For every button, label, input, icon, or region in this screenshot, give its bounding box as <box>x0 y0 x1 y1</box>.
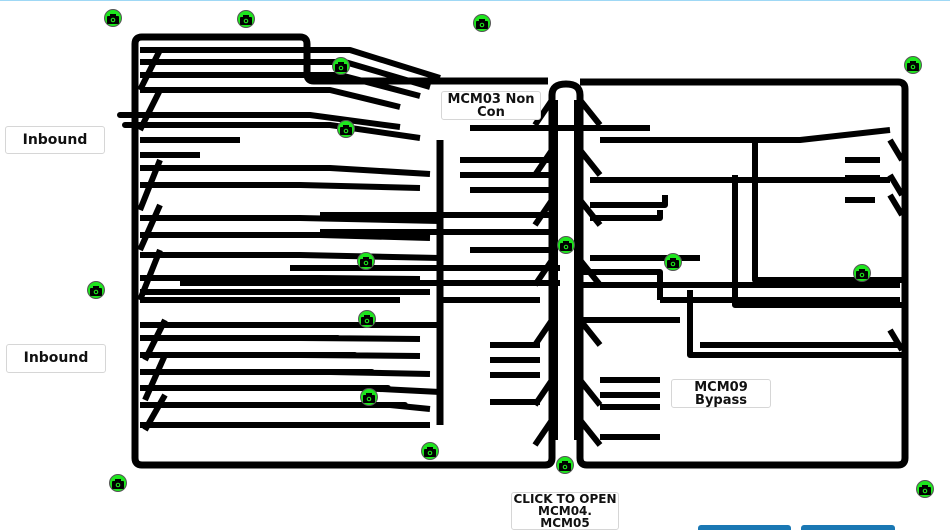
camera-icon <box>363 392 375 403</box>
camera-button[interactable] <box>332 57 350 75</box>
camera-icon <box>559 460 571 471</box>
bottom-button-1[interactable] <box>698 525 791 530</box>
camera-icon <box>560 240 572 251</box>
inbound-bottom-label: Inbound <box>23 350 89 366</box>
conveyor-merge <box>577 378 603 407</box>
conveyor-lane <box>140 165 431 177</box>
camera-button[interactable] <box>357 252 375 270</box>
mcm04-button[interactable]: CLICK TO OPEN MCM04. MCM05 <box>511 492 619 530</box>
mcm03-button[interactable]: MCM03 Non Con <box>441 91 541 120</box>
camera-icon <box>240 14 252 25</box>
conveyor-lane <box>580 269 663 300</box>
conveyor-merge <box>577 198 603 227</box>
camera-icon <box>667 257 679 268</box>
conveyor-merge <box>532 198 555 227</box>
inbound-top-button[interactable]: Inbound <box>5 126 105 154</box>
camera-icon <box>476 18 488 29</box>
conveyor-lane <box>600 127 891 143</box>
conveyor-merge <box>532 148 555 177</box>
conveyor-lane <box>117 112 401 130</box>
conveyor-merge <box>887 328 905 352</box>
conveyor-merge <box>142 393 168 432</box>
conveyor-merge <box>137 248 163 302</box>
conveyor-merge <box>577 258 603 287</box>
camera-button[interactable] <box>360 388 378 406</box>
conveyor-merge <box>137 203 163 252</box>
conveyor-merge <box>532 258 555 287</box>
mcm09-label: MCM09 Bypass <box>694 380 748 408</box>
conveyor-lane <box>140 275 421 282</box>
conveyor-lane <box>140 182 421 191</box>
camera-button[interactable] <box>421 442 439 460</box>
conveyor-merge <box>577 98 603 127</box>
conveyor-merge <box>137 158 163 212</box>
camera-button[interactable] <box>853 264 871 282</box>
conveyor-merge <box>887 173 905 197</box>
conveyor-merge <box>532 98 555 127</box>
camera-button[interactable] <box>473 14 491 32</box>
conveyor-merge <box>532 418 555 447</box>
conveyor-lane <box>140 47 441 81</box>
camera-icon <box>907 60 919 71</box>
conveyor-merge <box>142 318 168 362</box>
conveyor-merge <box>577 148 603 177</box>
conveyor-merge <box>577 418 603 447</box>
camera-button[interactable] <box>557 236 575 254</box>
camera-icon <box>919 484 931 495</box>
mcm04-label: CLICK TO OPEN MCM04. MCM05 <box>513 492 617 530</box>
conveyor-lane <box>732 175 905 308</box>
conveyor-merge <box>137 88 163 132</box>
conveyor-merge <box>142 353 168 402</box>
conveyor-loop-right <box>131 78 909 469</box>
camera-icon <box>424 446 436 457</box>
conveyor-lane <box>122 122 421 141</box>
conveyor-lane <box>140 385 441 395</box>
conveyor-lane <box>752 140 905 283</box>
conveyor-lane <box>140 87 401 110</box>
conveyor-lane <box>140 402 431 412</box>
conveyor-lane <box>140 215 441 224</box>
camera-icon <box>361 314 373 325</box>
conveyor-lane <box>140 369 431 377</box>
camera-icon <box>90 285 102 296</box>
camera-button[interactable] <box>87 281 105 299</box>
camera-icon <box>360 256 372 267</box>
conveyor-merge <box>887 138 905 162</box>
conveyor-lane <box>590 195 668 208</box>
camera-icon <box>340 124 352 135</box>
camera-button[interactable] <box>664 253 682 271</box>
conveyor-lane <box>140 232 431 241</box>
camera-icon <box>112 478 124 489</box>
conveyor-lane <box>687 290 905 358</box>
bottom-button-2[interactable] <box>801 525 895 530</box>
camera-icon <box>107 13 119 24</box>
camera-button[interactable] <box>916 480 934 498</box>
conveyor-lane <box>140 59 431 90</box>
conveyor-lane <box>590 210 663 221</box>
camera-button[interactable] <box>904 56 922 74</box>
conveyor-loop-left <box>131 33 548 440</box>
camera-button[interactable] <box>337 120 355 138</box>
camera-icon <box>856 268 868 279</box>
mcm09-button[interactable]: MCM09 Bypass <box>671 379 771 408</box>
top-border <box>0 0 950 1</box>
camera-button[interactable] <box>358 310 376 328</box>
inbound-top-label: Inbound <box>22 132 88 148</box>
conveyor-merge <box>887 193 905 217</box>
conveyor-lane <box>140 335 421 342</box>
camera-button[interactable] <box>556 456 574 474</box>
conveyor-merge <box>137 48 163 92</box>
camera-icon <box>335 61 347 72</box>
inbound-bottom-button[interactable]: Inbound <box>6 344 106 373</box>
mcm03-label: MCM03 Non Con <box>447 92 535 120</box>
conveyor-lane <box>140 352 421 359</box>
conveyor-merge <box>532 318 555 347</box>
conveyor-merge <box>532 378 555 407</box>
conveyor-lane <box>140 252 441 261</box>
camera-button[interactable] <box>237 10 255 28</box>
camera-button[interactable] <box>104 9 122 27</box>
conveyor-merge <box>577 318 603 347</box>
camera-button[interactable] <box>109 474 127 492</box>
